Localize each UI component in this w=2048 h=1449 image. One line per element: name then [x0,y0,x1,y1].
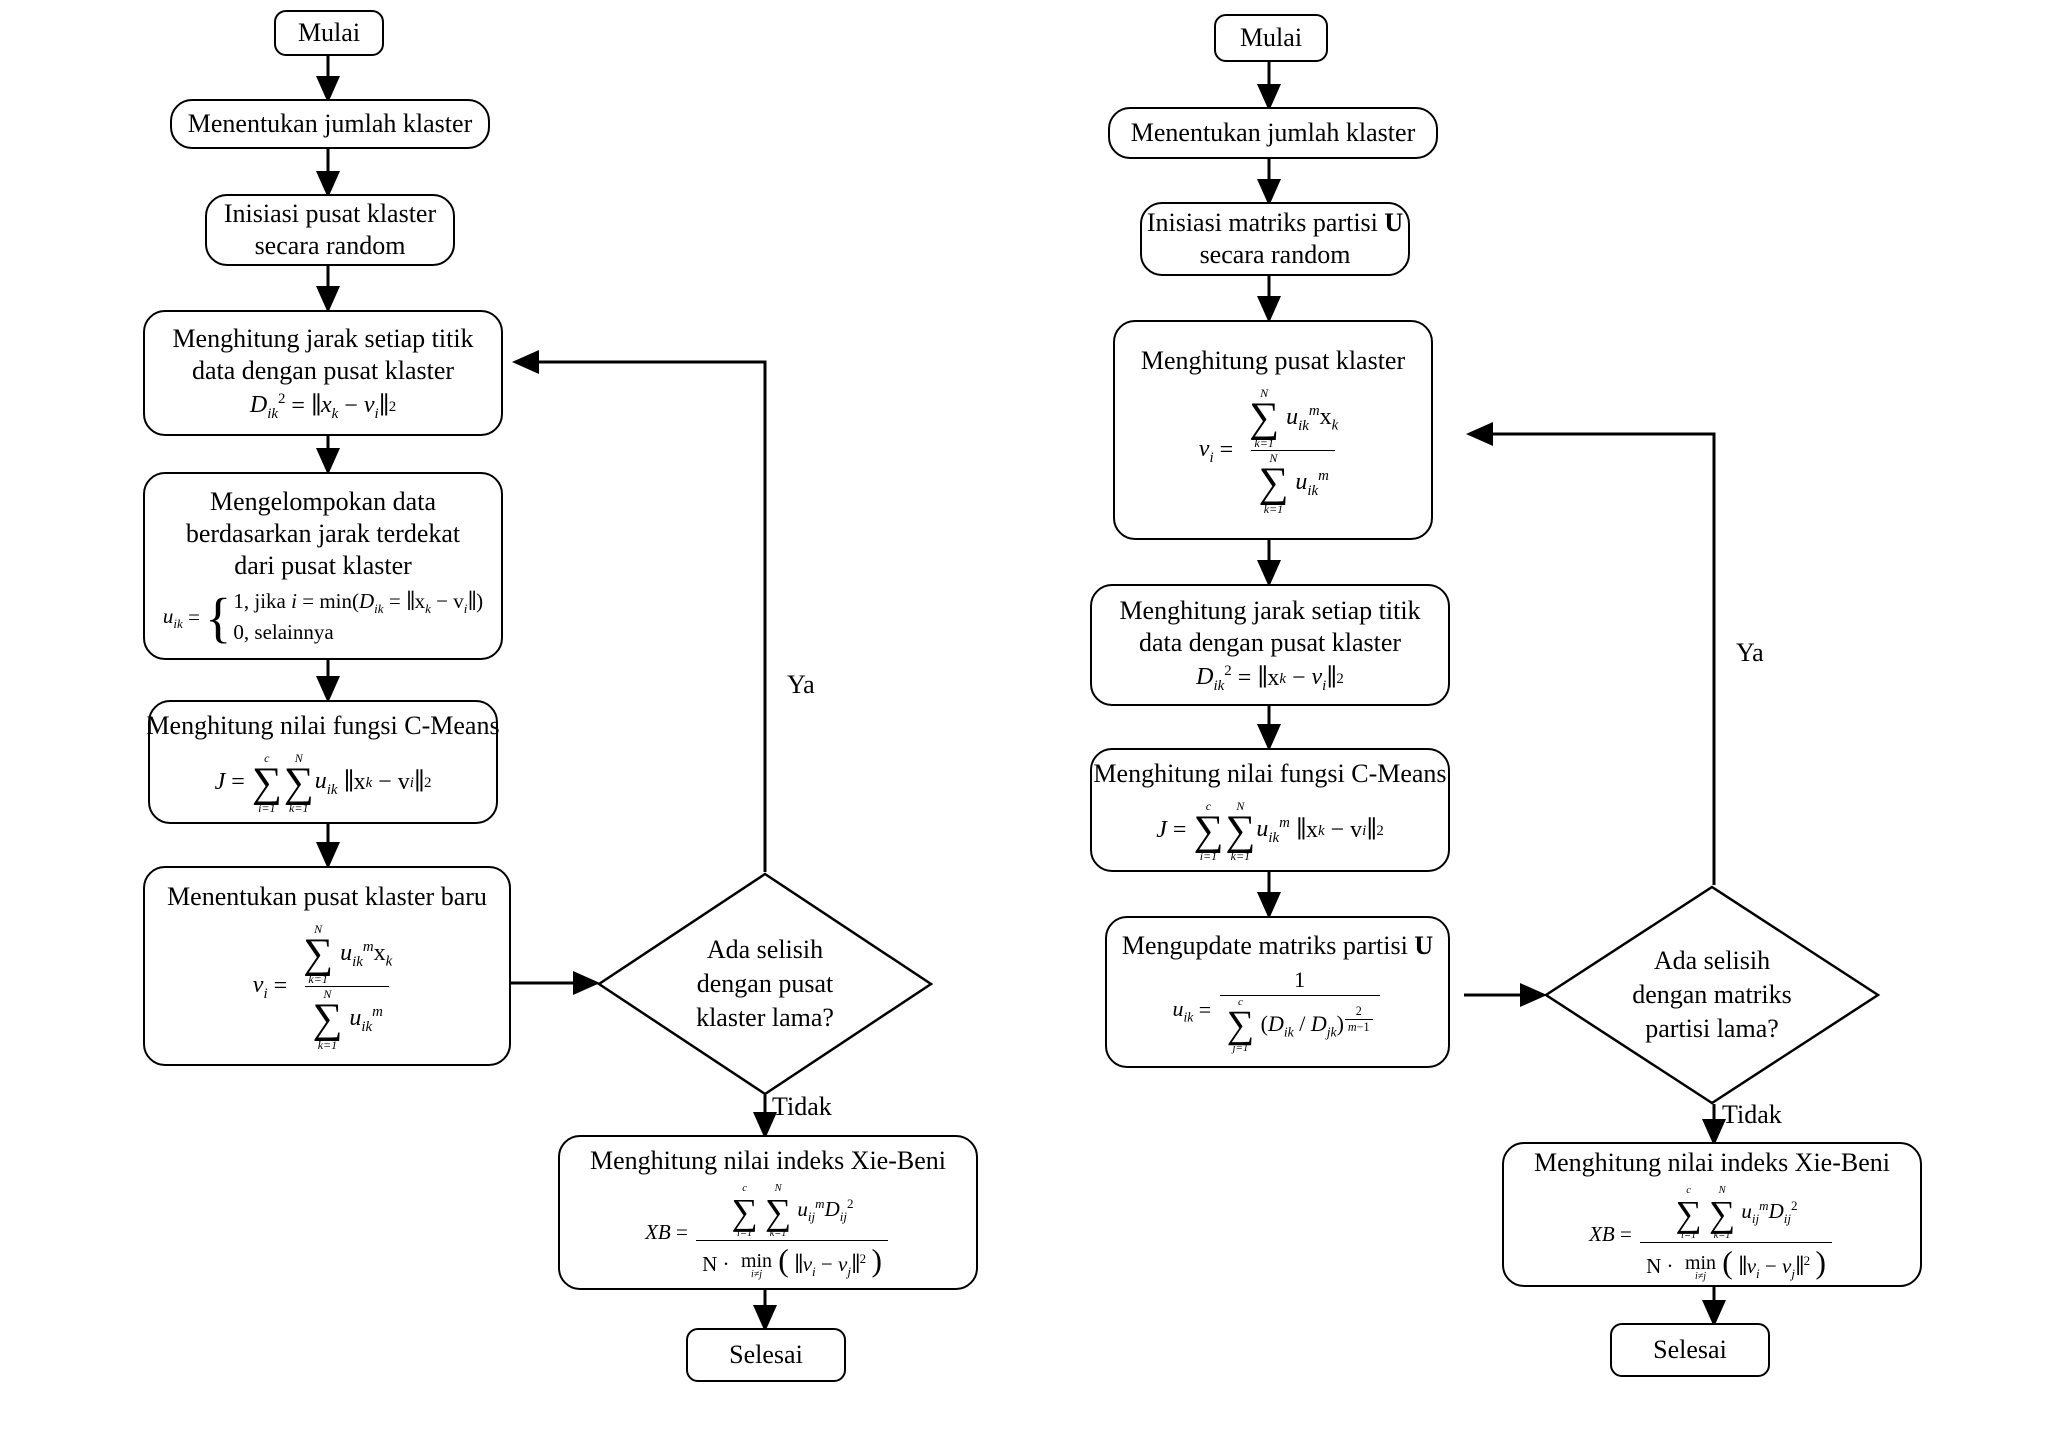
left-edge-label-ya: Ya [787,670,815,699]
right-node-menghitung-jarak: Menghitung jarak setiap titik data denga… [1090,584,1450,706]
right-node3-formula: vi = N∑k=1 uikmxk N∑k=1 uikm [1198,385,1339,516]
right-node3-label: Menghitung pusat klaster [1140,346,1406,376]
right-diamond-line1: Ada selisih [1653,946,1771,976]
left-node3-label-line2: data dengan pusat klaster [191,355,455,385]
right-node6-label: Mengupdate matriks partisi U [1122,930,1433,962]
left-decision-ada-selisih-pusat-klaster: Ada selisih dengan pusat klaster lama? [596,872,934,1096]
right-decision-ada-selisih-matriks-partisi: Ada selisih dengan matriks partisi lama? [1543,885,1881,1105]
left-node3-formula: Dik2 = ∥xk − vi∥2 [249,391,397,423]
right-start-label: Mulai [1239,23,1303,53]
left-node3-label-line1: Menghitung jarak setiap titik [172,323,474,353]
left-node4-formula-piecewise: uik = { 1, jika i = min(Dik = ∥xk − vi∥)… [162,586,484,648]
right-start-terminator: Mulai [1214,14,1328,62]
right-node7-label: Menghitung nilai indeks Xie-Beni [1533,1147,1890,1177]
left-node-inisiasi-pusat-klaster: Inisiasi pusat klaster secara random [205,194,455,266]
right-connectors [1257,62,1726,1327]
right-node-fungsi-cmeans: Menghitung nilai fungsi C-Means J = c∑i=… [1090,748,1450,872]
left-node2-label-line1: Inisiasi pusat klaster [223,199,437,229]
left-node7-label: Menghitung nilai indeks Xie-Beni [589,1145,946,1175]
left-node6-formula: vi = N∑k=1 uikmxk N∑k=1 uikm [252,921,393,1052]
right-node2-label-line2: secara random [1199,240,1351,269]
right-node-indeks-xie-beni: Menghitung nilai indeks Xie-Beni XB = c∑… [1502,1142,1922,1287]
left-node4-case2: 0, selainnya [233,620,334,645]
right-node-mengupdate-matriks-partisi: Mengupdate matriks partisi U uik = 1 c∑j… [1105,916,1450,1068]
left-start-label: Mulai [297,18,361,48]
left-node-fungsi-cmeans: Menghitung nilai fungsi C-Means J = c∑i=… [146,700,500,824]
left-node-mengelompokan-data: Mengelompokan data berdasarkan jarak ter… [143,472,503,660]
right-node2-matrix-symbol: U [1384,208,1404,238]
right-edge-label-tidak: Tidak [1722,1100,1782,1129]
left-diamond-shape [596,872,934,1096]
right-diamond-line2: dengan matriks [1632,980,1792,1010]
left-node6-label: Menentukan pusat klaster baru [167,882,487,912]
right-node2-label-line1: Inisiasi matriks partisi U [1147,207,1403,239]
left-node-indeks-xie-beni: Menghitung nilai indeks Xie-Beni XB = c∑… [558,1135,978,1290]
left-node4-label-line1: Mengelompokan data [210,487,436,517]
right-node-menghitung-pusat-klaster: Menghitung pusat klaster vi = N∑k=1 uikm… [1113,320,1433,540]
right-node6-text: Mengupdate matriks partisi [1121,930,1408,960]
left-connectors [316,52,777,1332]
right-end-terminator: Selesai [1610,1323,1770,1377]
left-start-terminator: Mulai [274,10,384,56]
right-diamond-text: Ada selisih dengan matriks partisi lama? [1544,885,1880,1105]
right-node-menentukan-jumlah-klaster: Menentukan jumlah klaster [1108,107,1438,159]
left-diamond-text: Ada selisih dengan pusat klaster lama? [597,872,933,1096]
right-node4-label-line1: Menghitung jarak setiap titik [1119,595,1421,625]
left-diamond-line3: klaster lama? [696,1002,834,1032]
left-end-terminator: Selesai [686,1328,846,1382]
right-node6-matrix-symbol: U [1414,930,1434,960]
right-node-inisiasi-matriks-partisi: Inisiasi matriks partisi U secara random [1140,202,1410,276]
left-node2-label-line2: secara random [254,231,406,260]
right-end-label: Selesai [1653,1335,1727,1365]
left-diamond-line1: Ada selisih [706,935,824,965]
right-diamond-line3: partisi lama? [1645,1013,1779,1043]
right-edge-label-ya: Ya [1736,638,1764,667]
left-end-label: Selesai [729,1340,803,1370]
left-node1-label: Menentukan jumlah klaster [187,109,473,139]
left-node-menentukan-jumlah-klaster: Menentukan jumlah klaster [170,99,490,149]
left-node-menghitung-jarak: Menghitung jarak setiap titik data denga… [143,310,503,436]
right-node1-label: Menentukan jumlah klaster [1130,118,1416,148]
left-node5-label: Menghitung nilai fungsi C-Means [146,710,500,740]
right-node4-label-line2: data dengan pusat klaster [1138,627,1402,657]
right-node2-text: Inisiasi matriks partisi [1146,208,1378,238]
left-node-pusat-klaster-baru: Menentukan pusat klaster baru vi = N∑k=1… [143,866,511,1066]
right-diamond-shape [1543,885,1881,1105]
right-node5-label: Menghitung nilai fungsi C-Means [1093,758,1447,788]
left-edge-label-tidak: Tidak [772,1092,832,1121]
left-node4-label-line3: dari pusat klaster [234,550,412,580]
left-diamond-line2: dengan pusat [696,969,834,999]
left-node4-label-line2: berdasarkan jarak terdekat [185,518,461,548]
